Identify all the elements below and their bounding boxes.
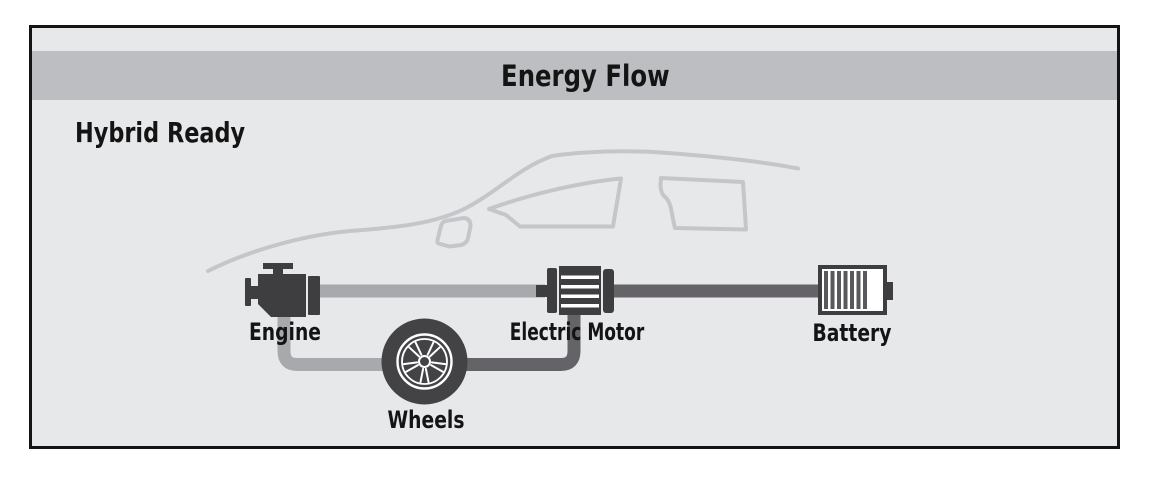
wheels-icon xyxy=(381,318,468,405)
car-mirror-outline xyxy=(435,216,473,249)
flow-lines xyxy=(277,284,820,371)
flow-line-engine-to-wheels xyxy=(277,304,424,371)
car-silhouette xyxy=(206,149,800,273)
page-title-wrap: Energy Flow xyxy=(32,51,1117,100)
status-mode-label: Hybrid Ready xyxy=(75,116,246,149)
page-title: Energy Flow xyxy=(500,58,670,93)
flow-line-wheels-to-motor xyxy=(424,304,581,371)
engine-label: Engine xyxy=(249,318,321,346)
wheels-label: Wheels xyxy=(387,406,465,434)
car-front-window-outline xyxy=(487,176,623,229)
car-body-outline xyxy=(206,149,800,273)
battery-label: Battery xyxy=(812,319,892,347)
electric-motor-icon xyxy=(536,266,614,315)
engine-icon xyxy=(245,263,320,317)
car-rear-window-outline xyxy=(658,176,748,232)
battery-icon xyxy=(818,265,893,315)
electric-motor-label: Electric Motor xyxy=(509,318,645,346)
header-bar xyxy=(32,51,1117,100)
